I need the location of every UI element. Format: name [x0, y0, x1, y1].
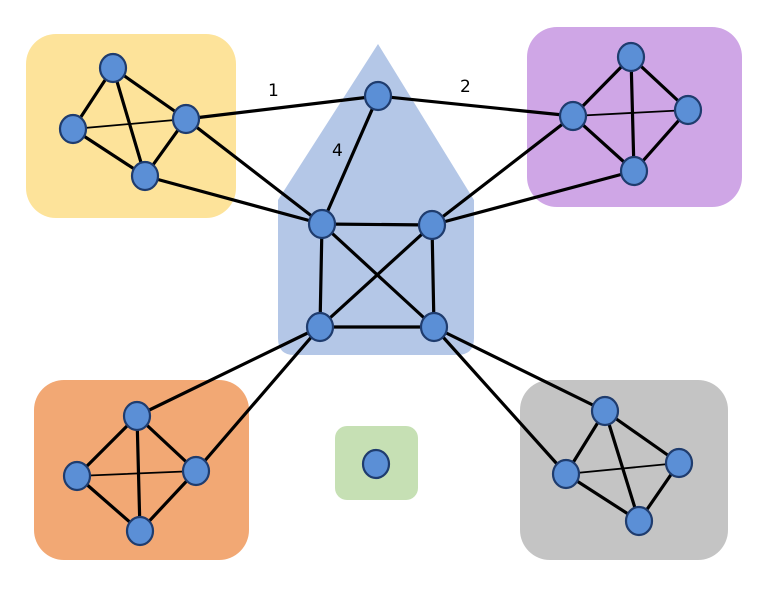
node-orange-left	[62, 460, 92, 492]
node-purple-top	[616, 41, 646, 73]
edge	[318, 223, 434, 329]
node-yellow-bottom	[130, 160, 160, 192]
edge-label-2: 2	[460, 77, 471, 97]
edge-4	[320, 94, 380, 226]
edge-2	[376, 94, 575, 118]
cluster-orange-region	[34, 380, 249, 560]
edge	[430, 114, 575, 227]
node-isolated	[361, 448, 391, 480]
node-center-top-left	[307, 208, 337, 240]
edge	[111, 66, 147, 178]
node-yellow-top	[98, 52, 128, 84]
edge	[111, 66, 188, 121]
node-yellow-left	[58, 113, 88, 145]
edge-label-4: 4	[332, 141, 343, 161]
edge	[565, 462, 680, 475]
edge-1	[184, 94, 380, 121]
edge	[430, 223, 436, 329]
node-purple-left	[558, 100, 588, 132]
edge	[318, 222, 324, 329]
node-gray-top	[590, 395, 620, 427]
edge-label-1: 1	[268, 81, 279, 101]
edge	[432, 325, 607, 413]
edge	[143, 174, 324, 226]
center-region	[278, 44, 474, 355]
edge	[72, 118, 187, 130]
edge	[432, 325, 568, 476]
node-purple-bottom	[619, 155, 649, 187]
edge	[629, 55, 636, 173]
node-center-bottom-left	[305, 311, 335, 343]
node-gray-bottom	[624, 505, 654, 537]
edge	[603, 409, 681, 465]
edge	[564, 472, 641, 523]
edge	[572, 109, 689, 117]
edge	[76, 470, 197, 477]
node-yellow-right	[171, 103, 201, 135]
node-orange-top	[122, 400, 152, 432]
node-center-bottom-right	[419, 311, 449, 343]
edge	[430, 169, 636, 227]
node-orange-bottom	[125, 515, 155, 547]
node-center-apex	[363, 80, 393, 112]
edge	[194, 325, 322, 473]
edge	[320, 222, 434, 227]
node-gray-left	[551, 458, 581, 490]
cluster-purple-region	[527, 27, 742, 207]
node-center-top-right	[417, 209, 447, 241]
node-orange-right	[181, 455, 211, 487]
edge	[135, 325, 322, 418]
edge	[603, 409, 641, 523]
edge	[184, 117, 324, 226]
node-purple-right	[673, 94, 703, 126]
node-gray-right	[664, 447, 694, 479]
